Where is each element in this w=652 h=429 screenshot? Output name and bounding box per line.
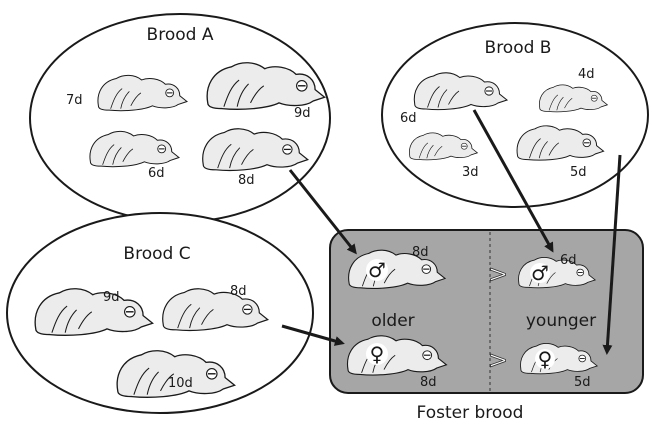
brood-c-chick-age: 8d <box>230 284 247 299</box>
younger-female-sex-symbol: ♀ <box>538 347 553 371</box>
brood-c-chick-age: 9d <box>103 290 120 305</box>
brood-b-title: Brood B <box>485 38 552 58</box>
brood-b: Brood B 6d 4d 3d 5d <box>382 23 648 207</box>
younger-female-age: 5d <box>574 375 591 390</box>
brood-a-chick-age: 6d <box>148 166 165 181</box>
younger-male-age: 6d <box>560 253 577 268</box>
older-male-sex-symbol: ♂ <box>368 258 386 282</box>
foster-brood: ♂ 8d > ♂ 6d older younger ♀ 8d > ♀ 5d Fo… <box>330 230 643 423</box>
brood-c: Brood C 9d 8d 10d <box>7 213 313 413</box>
comparison-symbol: > <box>488 346 508 374</box>
older-female-sex-symbol: ♀ <box>370 342 385 366</box>
brood-a: Brood A 7d 9d 6d 8d <box>30 14 330 222</box>
brood-b-chick-age: 5d <box>570 165 587 180</box>
older-column-label: older <box>371 311 414 331</box>
brood-a-chick-age: 8d <box>238 173 255 188</box>
older-female-age: 8d <box>420 375 437 390</box>
brood-a-ellipse <box>30 14 330 222</box>
younger-male-sex-symbol: ♂ <box>531 261 549 285</box>
arrow-a-to-older-male <box>290 170 355 252</box>
foster-brood-caption: Foster brood <box>417 403 524 423</box>
brood-b-chick-age: 6d <box>400 111 417 126</box>
older-male-age: 8d <box>412 245 429 260</box>
brood-b-chick-age: 4d <box>578 67 595 82</box>
brood-b-chick-age: 3d <box>462 165 479 180</box>
younger-column-label: younger <box>526 311 596 331</box>
brood-a-chick-age: 9d <box>294 106 311 121</box>
brood-a-title: Brood A <box>147 25 214 45</box>
brood-a-chick-age: 7d <box>66 93 83 108</box>
brood-c-title: Brood C <box>123 244 190 264</box>
brood-c-chick-age: 10d <box>168 376 193 391</box>
comparison-symbol: > <box>488 260 508 288</box>
